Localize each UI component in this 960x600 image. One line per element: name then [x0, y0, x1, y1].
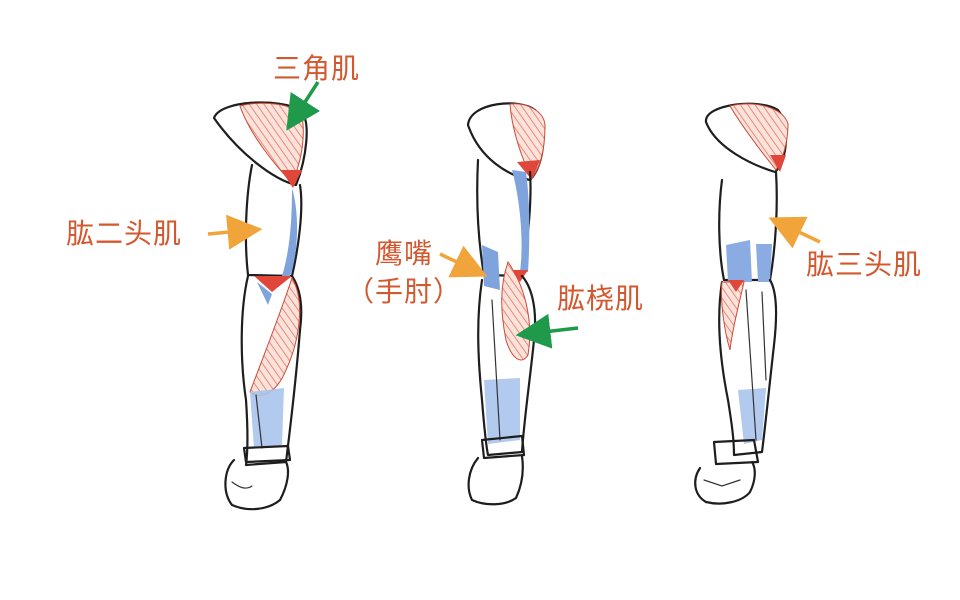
brachioradialis-label: 肱桡肌 [557, 282, 645, 315]
biceps-tendon-red [512, 270, 528, 282]
forearm-red-muscle [721, 281, 745, 351]
forearm-blue-shade [250, 388, 284, 448]
forearm-hatched-muscle [501, 260, 531, 361]
hand-outline [694, 460, 756, 505]
olecranon-label-line1: 鹰嘴 [375, 237, 434, 270]
wrist-outline [480, 434, 526, 460]
anconeus-arrow [439, 245, 488, 278]
biceps-label: 肱二头肌 [66, 217, 183, 250]
deltoid-arrow [286, 81, 321, 131]
deltoid-insertion [517, 160, 540, 180]
forearm-hatched-muscle [249, 276, 301, 396]
wrist-outline [242, 444, 292, 464]
forearm-outline [240, 274, 303, 467]
arm-side-view [466, 102, 546, 506]
deltoid-insertion [281, 170, 302, 188]
olecranon-label: 鹰嘴 （手肘） [346, 235, 462, 311]
hand-outline [224, 458, 290, 511]
deltoid-muscle [509, 103, 546, 179]
olecranon-label-line2: （手肘） [346, 274, 463, 308]
elbow-blue [482, 245, 500, 290]
triceps-arrow [768, 216, 821, 249]
forearm-red-cap [728, 280, 744, 292]
arm-back-view [694, 102, 789, 505]
upper-arm-blue-shade [282, 188, 298, 276]
upper-arm-blue-shade [512, 170, 530, 272]
hand-outline [467, 454, 524, 506]
triceps-label: 肱三头肌 [806, 248, 923, 281]
triceps-blue-shade [726, 240, 752, 282]
brachioradialis-arrow [515, 313, 579, 349]
elbow-blue [257, 282, 272, 305]
wrist-outline [712, 438, 760, 466]
deltoid-muscle [729, 103, 789, 171]
arm-front-view [212, 101, 308, 511]
deltoid-insertion [770, 155, 786, 172]
upper-arm-outline [476, 158, 532, 278]
forearm-outline [718, 278, 778, 457]
biceps-tendon-red [254, 276, 292, 292]
forearm-blue-shade [484, 378, 520, 444]
forearm-blue-shade [738, 388, 766, 444]
biceps-arrow [207, 214, 263, 250]
shoulder-outline [212, 101, 308, 187]
deltoid-label: 三角肌 [273, 52, 361, 85]
triceps-blue-shade-2 [756, 244, 772, 282]
